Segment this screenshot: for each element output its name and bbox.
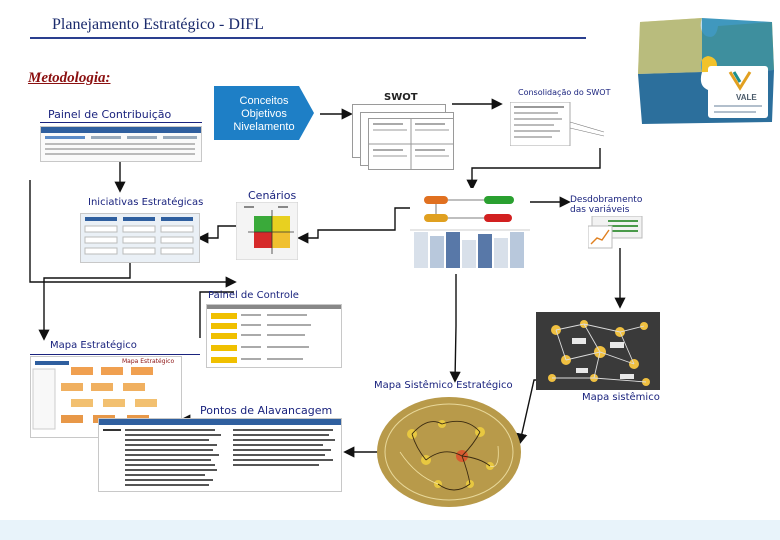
label-painel-contribuicao: Painel de Contribuição <box>48 108 172 121</box>
vale-puzzle-logo: VALE <box>632 14 780 126</box>
pontos-alavancagem-thumbnail <box>98 418 342 492</box>
painel-contribuicao-thumbnail <box>40 126 202 162</box>
methodology-heading: Metodologia: <box>28 70 111 86</box>
label-pontos-alavancagem: Pontos de Alavancagem <box>200 404 333 417</box>
title-underline <box>30 37 586 39</box>
desdobramento-thumbnail <box>587 215 644 250</box>
conceitos-line-1: Conceitos <box>239 95 289 107</box>
conceitos-line-3: Nivelamento <box>233 121 295 133</box>
painel-controle-thumbnail <box>206 304 342 368</box>
label-iniciativas: Iniciativas Estratégicas <box>88 197 204 208</box>
conceitos-box: Conceitos Objetivos Nivelamento <box>214 86 314 140</box>
label-consolidacao-swot: Consolidação do SWOT <box>518 88 611 97</box>
desdobramento-text: Desdobramento das variáveis <box>570 195 643 215</box>
footer-bar <box>0 520 780 540</box>
consolidacao-swot-thumbnail <box>509 101 606 147</box>
painel-contribuicao-underline <box>40 122 202 123</box>
label-mapa-estrategico: Mapa Estratégico <box>50 340 137 351</box>
conceitos-line-2: Objetivos <box>241 108 287 120</box>
mapa-sistemico-thumbnail <box>536 312 660 390</box>
mapa-estrategico-underline <box>30 354 200 355</box>
label-mapa-sistemico: Mapa sistêmico <box>582 392 660 403</box>
cenarios-thumbnail <box>235 201 299 261</box>
page-title: Planejamento Estratégico - DIFL <box>52 16 264 33</box>
label-mapa-estrategico-small: Mapa Estratégico <box>122 358 175 365</box>
label-cenarios: Cenários <box>248 189 297 202</box>
swot-sheet-1 <box>368 118 454 170</box>
iniciativas-thumbnail <box>80 213 200 263</box>
label-mapa-sistemico-estrategico: Mapa Sistêmico Estratégico <box>374 380 513 391</box>
mapa-sistemico-estrategico-thumbnail <box>376 396 522 508</box>
logo-brand-text: VALE <box>736 93 757 102</box>
label-desdobramento: Desdobramento das variáveis <box>570 195 660 215</box>
influence-diagram-thumbnail <box>410 188 530 274</box>
label-painel-controle: Painel de Controle <box>208 290 299 301</box>
label-swot: SWOT <box>384 92 418 103</box>
